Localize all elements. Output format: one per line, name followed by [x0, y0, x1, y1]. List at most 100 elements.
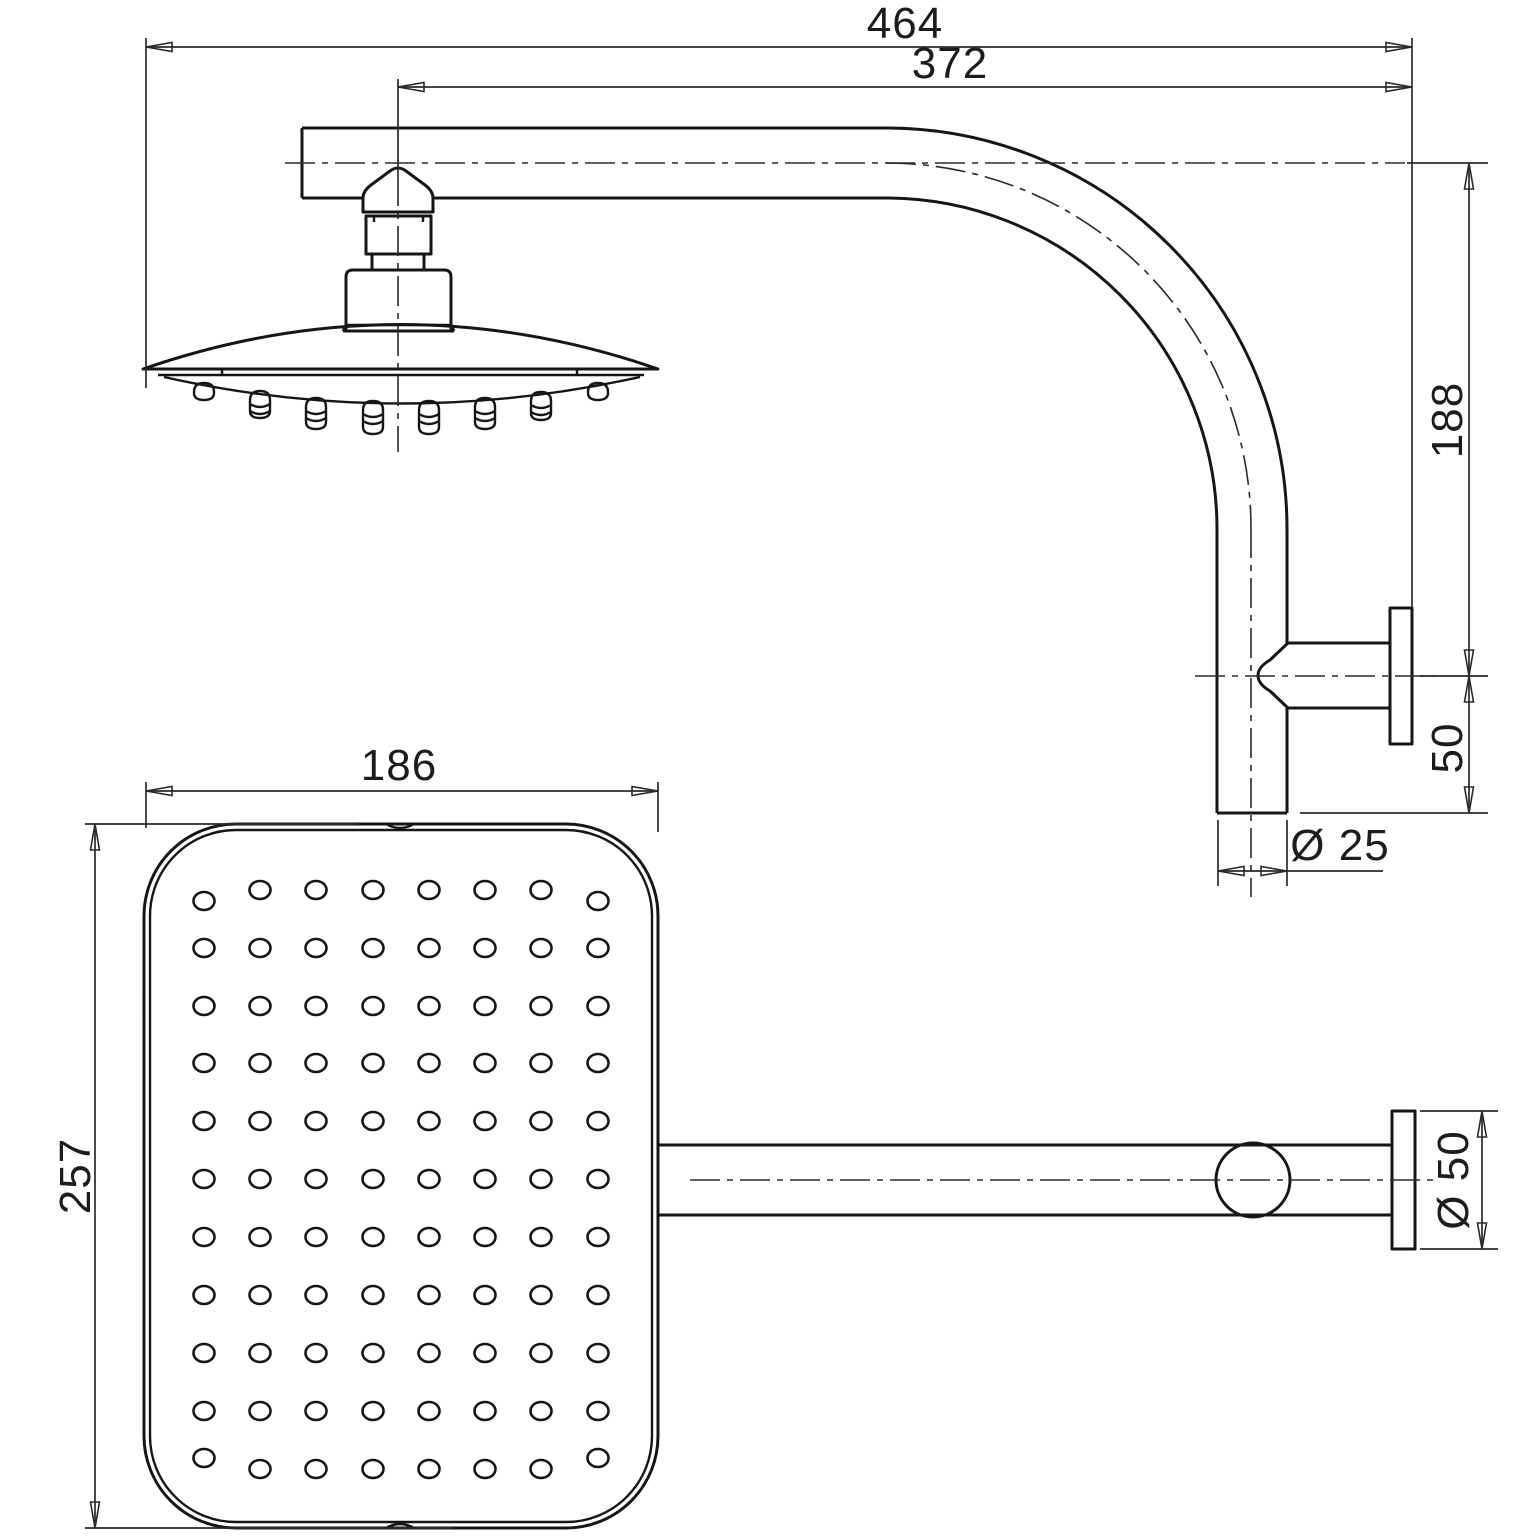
nozzle-hole — [361, 1342, 385, 1364]
shower-head-disc-side — [141, 323, 660, 436]
nozzle-hole — [417, 1110, 441, 1132]
nozzle-hole — [417, 1226, 441, 1248]
dim-label-head-width: 186 — [361, 741, 437, 790]
nozzle-hole — [586, 1110, 610, 1132]
nozzle-tip-side — [417, 399, 441, 436]
dim-label-overall-reach: 464 — [867, 0, 943, 48]
nozzle-hole — [417, 1052, 441, 1074]
nozzle-hole — [586, 890, 610, 912]
nozzle-hole — [473, 1168, 497, 1190]
nozzle-hole — [417, 1400, 441, 1422]
nozzle-hole — [473, 937, 497, 959]
nozzle-hole — [361, 1168, 385, 1190]
nozzle-hole — [529, 1284, 553, 1306]
nozzle-hole — [473, 1458, 497, 1480]
nozzle-hole — [248, 1342, 272, 1364]
nozzle-hole — [304, 1400, 328, 1422]
nozzle-collar-line — [474, 409, 496, 416]
nozzle-collar-line — [418, 412, 440, 419]
nozzle-hole — [361, 1284, 385, 1306]
nozzle-hole — [192, 1052, 216, 1074]
nozzle-collar-line — [305, 409, 327, 416]
nozzle-hole — [248, 1110, 272, 1132]
nozzle-hole — [361, 1110, 385, 1132]
nozzle-hole — [417, 1284, 441, 1306]
nozzle-hole — [192, 1226, 216, 1248]
nozzle-hole — [529, 1052, 553, 1074]
nozzle-tip-side — [473, 396, 497, 431]
nozzle-collar-line — [362, 412, 384, 419]
nozzle-hole — [361, 1052, 385, 1074]
nozzle-hole — [192, 890, 216, 912]
nozzle-hole — [248, 995, 272, 1017]
dim-label-wall-flange-diameter: Ø 50 — [1429, 1130, 1478, 1229]
nozzle-hole — [304, 937, 328, 959]
nozzle-hole — [361, 1400, 385, 1422]
dim-label-head-length: 257 — [51, 1138, 100, 1214]
nozzle-hole — [304, 1110, 328, 1132]
nozzle-hole — [473, 1342, 497, 1364]
nozzle-hole — [417, 937, 441, 959]
nozzle-hole — [248, 1400, 272, 1422]
nozzle-hole — [417, 995, 441, 1017]
dim-label-arm-height: 188 — [1423, 382, 1472, 458]
nozzle-tip-side — [192, 381, 216, 402]
nozzle-hole — [529, 1168, 553, 1190]
shower-head-face — [142, 822, 660, 1530]
nozzle-hole — [192, 1342, 216, 1364]
nozzle-hole — [304, 1226, 328, 1248]
nozzle-hole — [473, 879, 497, 901]
nozzle-hole — [361, 879, 385, 901]
dim-label-arm-reach: 372 — [912, 39, 988, 88]
nozzle-hole — [417, 1342, 441, 1364]
nozzle-hole — [304, 879, 328, 901]
gooseneck-centerline-arc — [885, 162, 1252, 529]
nozzle-hole — [586, 1342, 610, 1364]
nozzle-collar-line — [530, 403, 552, 410]
side-elevation-view — [141, 126, 1435, 897]
nozzle-hole — [192, 1284, 216, 1306]
plan-view — [142, 822, 1440, 1530]
nozzle-hole — [586, 937, 610, 959]
nozzle-hole — [248, 879, 272, 901]
dimension-annotations: 464 372 188 50 Ø 25 186 257 Ø 50 — [51, 0, 1498, 1529]
nozzle-hole — [192, 1447, 216, 1469]
nozzle-hole — [361, 995, 385, 1017]
nozzle-hole — [304, 1342, 328, 1364]
nozzle-hole — [586, 1226, 610, 1248]
nozzle-hole — [248, 937, 272, 959]
nozzle-hole — [192, 937, 216, 959]
nozzle-hole — [529, 1110, 553, 1132]
nozzle-hole — [417, 1168, 441, 1190]
nozzle-hole — [248, 1052, 272, 1074]
nozzle-hole — [361, 1458, 385, 1480]
nozzle-hole — [529, 1458, 553, 1480]
nozzle-collar-line — [305, 416, 327, 423]
nozzle-hole — [586, 1168, 610, 1190]
nozzle-hole — [529, 1342, 553, 1364]
nozzle-hole — [248, 1168, 272, 1190]
nozzle-tip-side — [586, 381, 610, 402]
nozzle-hole — [248, 1458, 272, 1480]
nozzle-hole — [586, 995, 610, 1017]
nozzle-tips-side — [192, 381, 610, 436]
nozzle-hole — [586, 1052, 610, 1074]
nozzle-hole — [473, 1110, 497, 1132]
nozzle-hole — [473, 1400, 497, 1422]
nozzle-hole — [248, 1226, 272, 1248]
nozzle-tip-side — [304, 396, 328, 431]
head-split-notch-top — [385, 822, 415, 830]
nozzle-collar-line — [249, 409, 271, 416]
nozzle-hole — [304, 1168, 328, 1190]
nozzle-hole — [417, 879, 441, 901]
nozzle-hole — [304, 1052, 328, 1074]
dim-label-arm-pipe-diameter: Ø 25 — [1290, 821, 1389, 870]
nozzle-collar-line — [418, 419, 440, 426]
nozzle-hole — [586, 1400, 610, 1422]
nozzle-hole — [192, 1400, 216, 1422]
nozzle-hole — [473, 1226, 497, 1248]
nozzle-hole — [529, 879, 553, 901]
nozzle-hole — [304, 995, 328, 1017]
nozzle-collar-line — [249, 402, 271, 409]
